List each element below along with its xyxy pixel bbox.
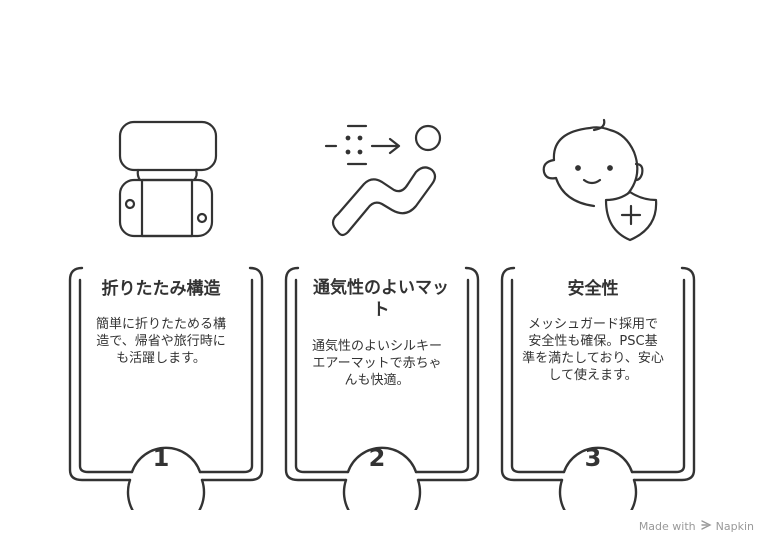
step-number: 2 (368, 444, 386, 472)
step-card-1: 折りたたみ構造 簡単に折りたためる構造で、帰省や旅行時にも活躍します。 1 (68, 262, 264, 510)
folding-seat-icon (112, 118, 222, 243)
step-description: 簡単に折りたためる構造で、帰省や旅行時にも活躍します。 (95, 317, 226, 366)
step-number: 3 (584, 444, 602, 472)
made-with-label: Made with (638, 520, 696, 533)
napkin-logo-icon (700, 519, 712, 534)
napkin-credit: Made with Napkin (639, 519, 754, 534)
step-title: 通気性のよいマット (313, 278, 449, 320)
baby-shield-icon (538, 118, 663, 243)
step-card-2: 通気性のよいマット 通気性のよいシルキーエアーマットで赤ちゃんも快適。 2 (284, 262, 480, 510)
step-number: 1 (152, 444, 170, 472)
step-description: メッシュガード採用で安全性も確保。PSC基準を満たしており、安心して使えます。 (522, 317, 664, 383)
step-description: 通気性のよいシルキーエアーマットで赤ちゃんも快適。 (311, 339, 442, 388)
step-title: 折りたたみ構造 (101, 279, 221, 299)
step-title: 安全性 (567, 279, 619, 299)
step-card-3: 安全性 メッシュガード採用で安全性も確保。PSC基準を満たしており、安心して使え… (500, 262, 696, 510)
airflow-mat-icon (320, 118, 450, 243)
brand-label: Napkin (715, 520, 754, 533)
